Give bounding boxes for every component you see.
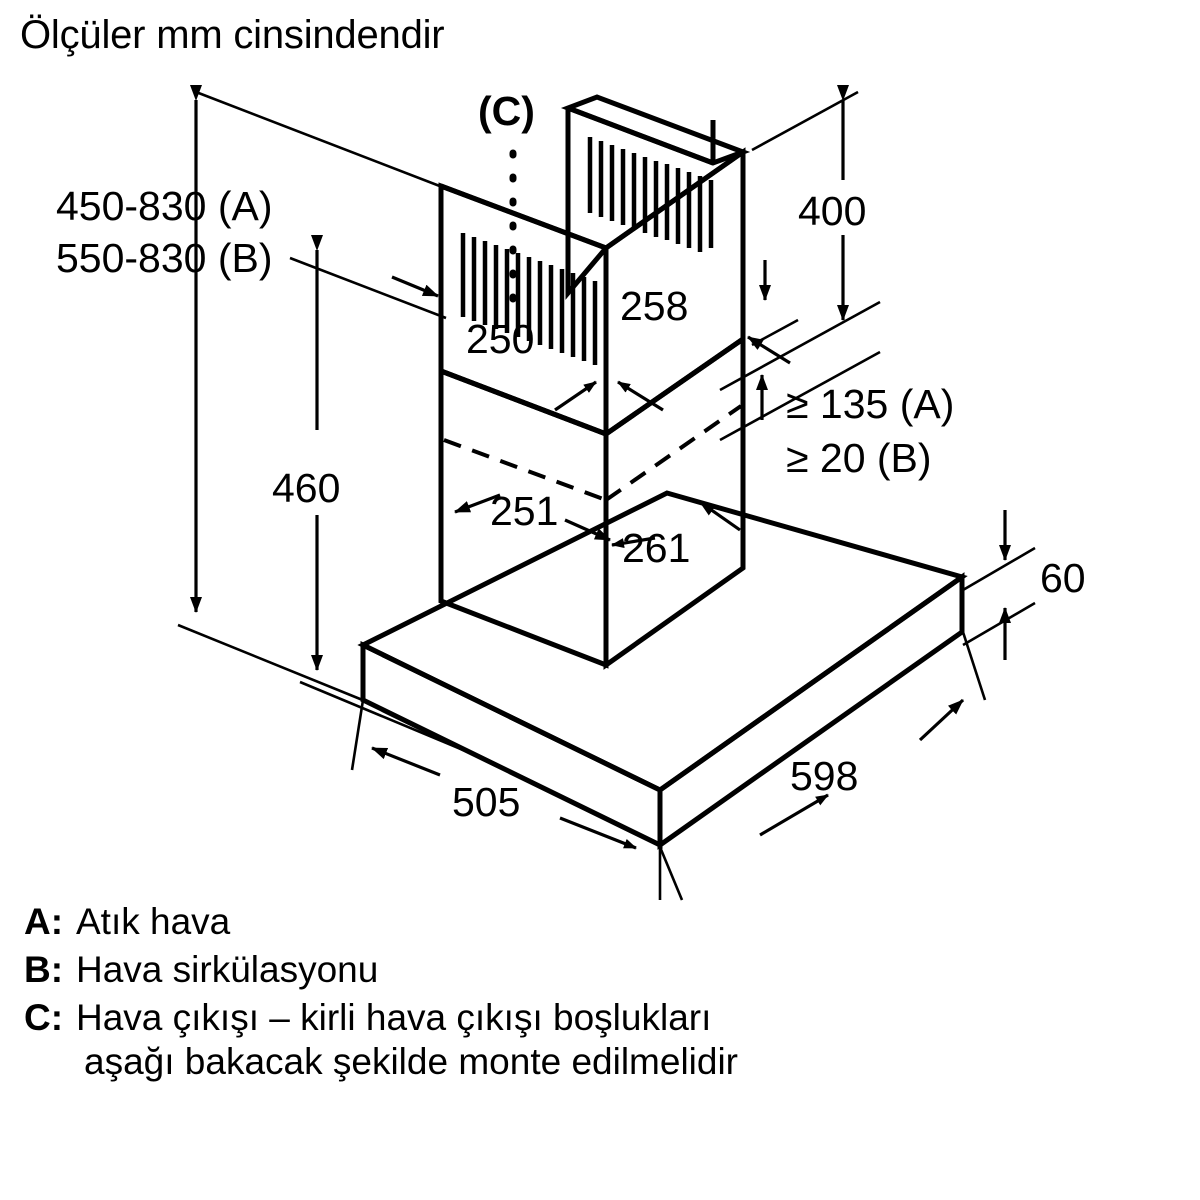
dim-label-505: 505 bbox=[452, 779, 520, 825]
legend-text-a: Atık hava bbox=[76, 901, 231, 942]
dim-505 bbox=[350, 699, 662, 900]
dim-clearance-arrow bbox=[719, 350, 881, 442]
hood-body-geometry bbox=[357, 94, 968, 850]
legend-key-a: A: bbox=[24, 901, 64, 942]
chimney-hidden-edges bbox=[443, 404, 743, 502]
legend-item-a: A: Atık hava bbox=[24, 900, 1164, 944]
legend-text-c: Hava çıkışı – kirli hava çıkışı boşlukla… bbox=[76, 996, 1164, 1084]
dim-label-250: 250 bbox=[466, 316, 534, 362]
dim-460 bbox=[289, 235, 469, 754]
dim-label-height-b: 550-830 (B) bbox=[56, 235, 273, 281]
legend-text-c-line2: aşağı bakacak şekilde monte edilmelidir bbox=[84, 1041, 739, 1082]
dim-258-arrows bbox=[747, 335, 791, 365]
legend: A: Atık hava B: Hava sirkülasyonu C: Hav… bbox=[24, 900, 1164, 1088]
dim-label-251: 251 bbox=[490, 488, 558, 534]
dim-label-258: 258 bbox=[620, 283, 688, 329]
callout-c-label: (C) bbox=[478, 88, 535, 134]
page-title: Ölçüler mm cinsindendir bbox=[20, 13, 445, 57]
dim-overall-height bbox=[177, 85, 451, 705]
vent-slots-rear-panel bbox=[587, 137, 714, 252]
legend-item-c: C: Hava çıkışı – kirli hava çıkışı boşlu… bbox=[24, 996, 1164, 1084]
dim-258-side-arrows bbox=[751, 260, 799, 347]
dimension-labels: 450-830 (A) 550-830 (B) 460 (C) 250 258 … bbox=[56, 88, 1086, 825]
dim-60 bbox=[962, 510, 1036, 660]
dim-label-400: 400 bbox=[798, 188, 866, 234]
dim-label-clearance-a: ≥ 135 (A) bbox=[786, 381, 954, 427]
dim-label-clearance-b: ≥ 20 (B) bbox=[786, 435, 932, 481]
dim-250-258-bottom-arrows bbox=[554, 380, 664, 412]
dim-label-598: 598 bbox=[790, 753, 858, 799]
dim-label-261: 261 bbox=[622, 525, 690, 571]
chimney-upper-section bbox=[438, 94, 751, 439]
dim-598 bbox=[658, 631, 987, 901]
vent-slots-left-panel bbox=[460, 233, 598, 365]
dim-250-arrow bbox=[391, 275, 439, 298]
dim-251-arrows bbox=[454, 493, 611, 542]
dim-261-arrows bbox=[611, 500, 741, 549]
legend-text-c-line1: Hava çıkışı – kirli hava çıkışı boşlukla… bbox=[76, 997, 712, 1038]
legend-text-b: Hava sirkülasyonu bbox=[76, 949, 379, 990]
dimension-lines bbox=[177, 85, 1036, 901]
legend-key-b: B: bbox=[24, 949, 64, 990]
dim-label-height-a: 450-830 (A) bbox=[56, 183, 273, 229]
dim-400 bbox=[719, 85, 881, 392]
legend-key-c: C: bbox=[24, 997, 64, 1038]
dim-label-460: 460 bbox=[272, 465, 340, 511]
canopy-slab bbox=[357, 490, 968, 850]
dim-label-60: 60 bbox=[1040, 555, 1086, 601]
legend-item-b: B: Hava sirkülasyonu bbox=[24, 948, 1164, 992]
